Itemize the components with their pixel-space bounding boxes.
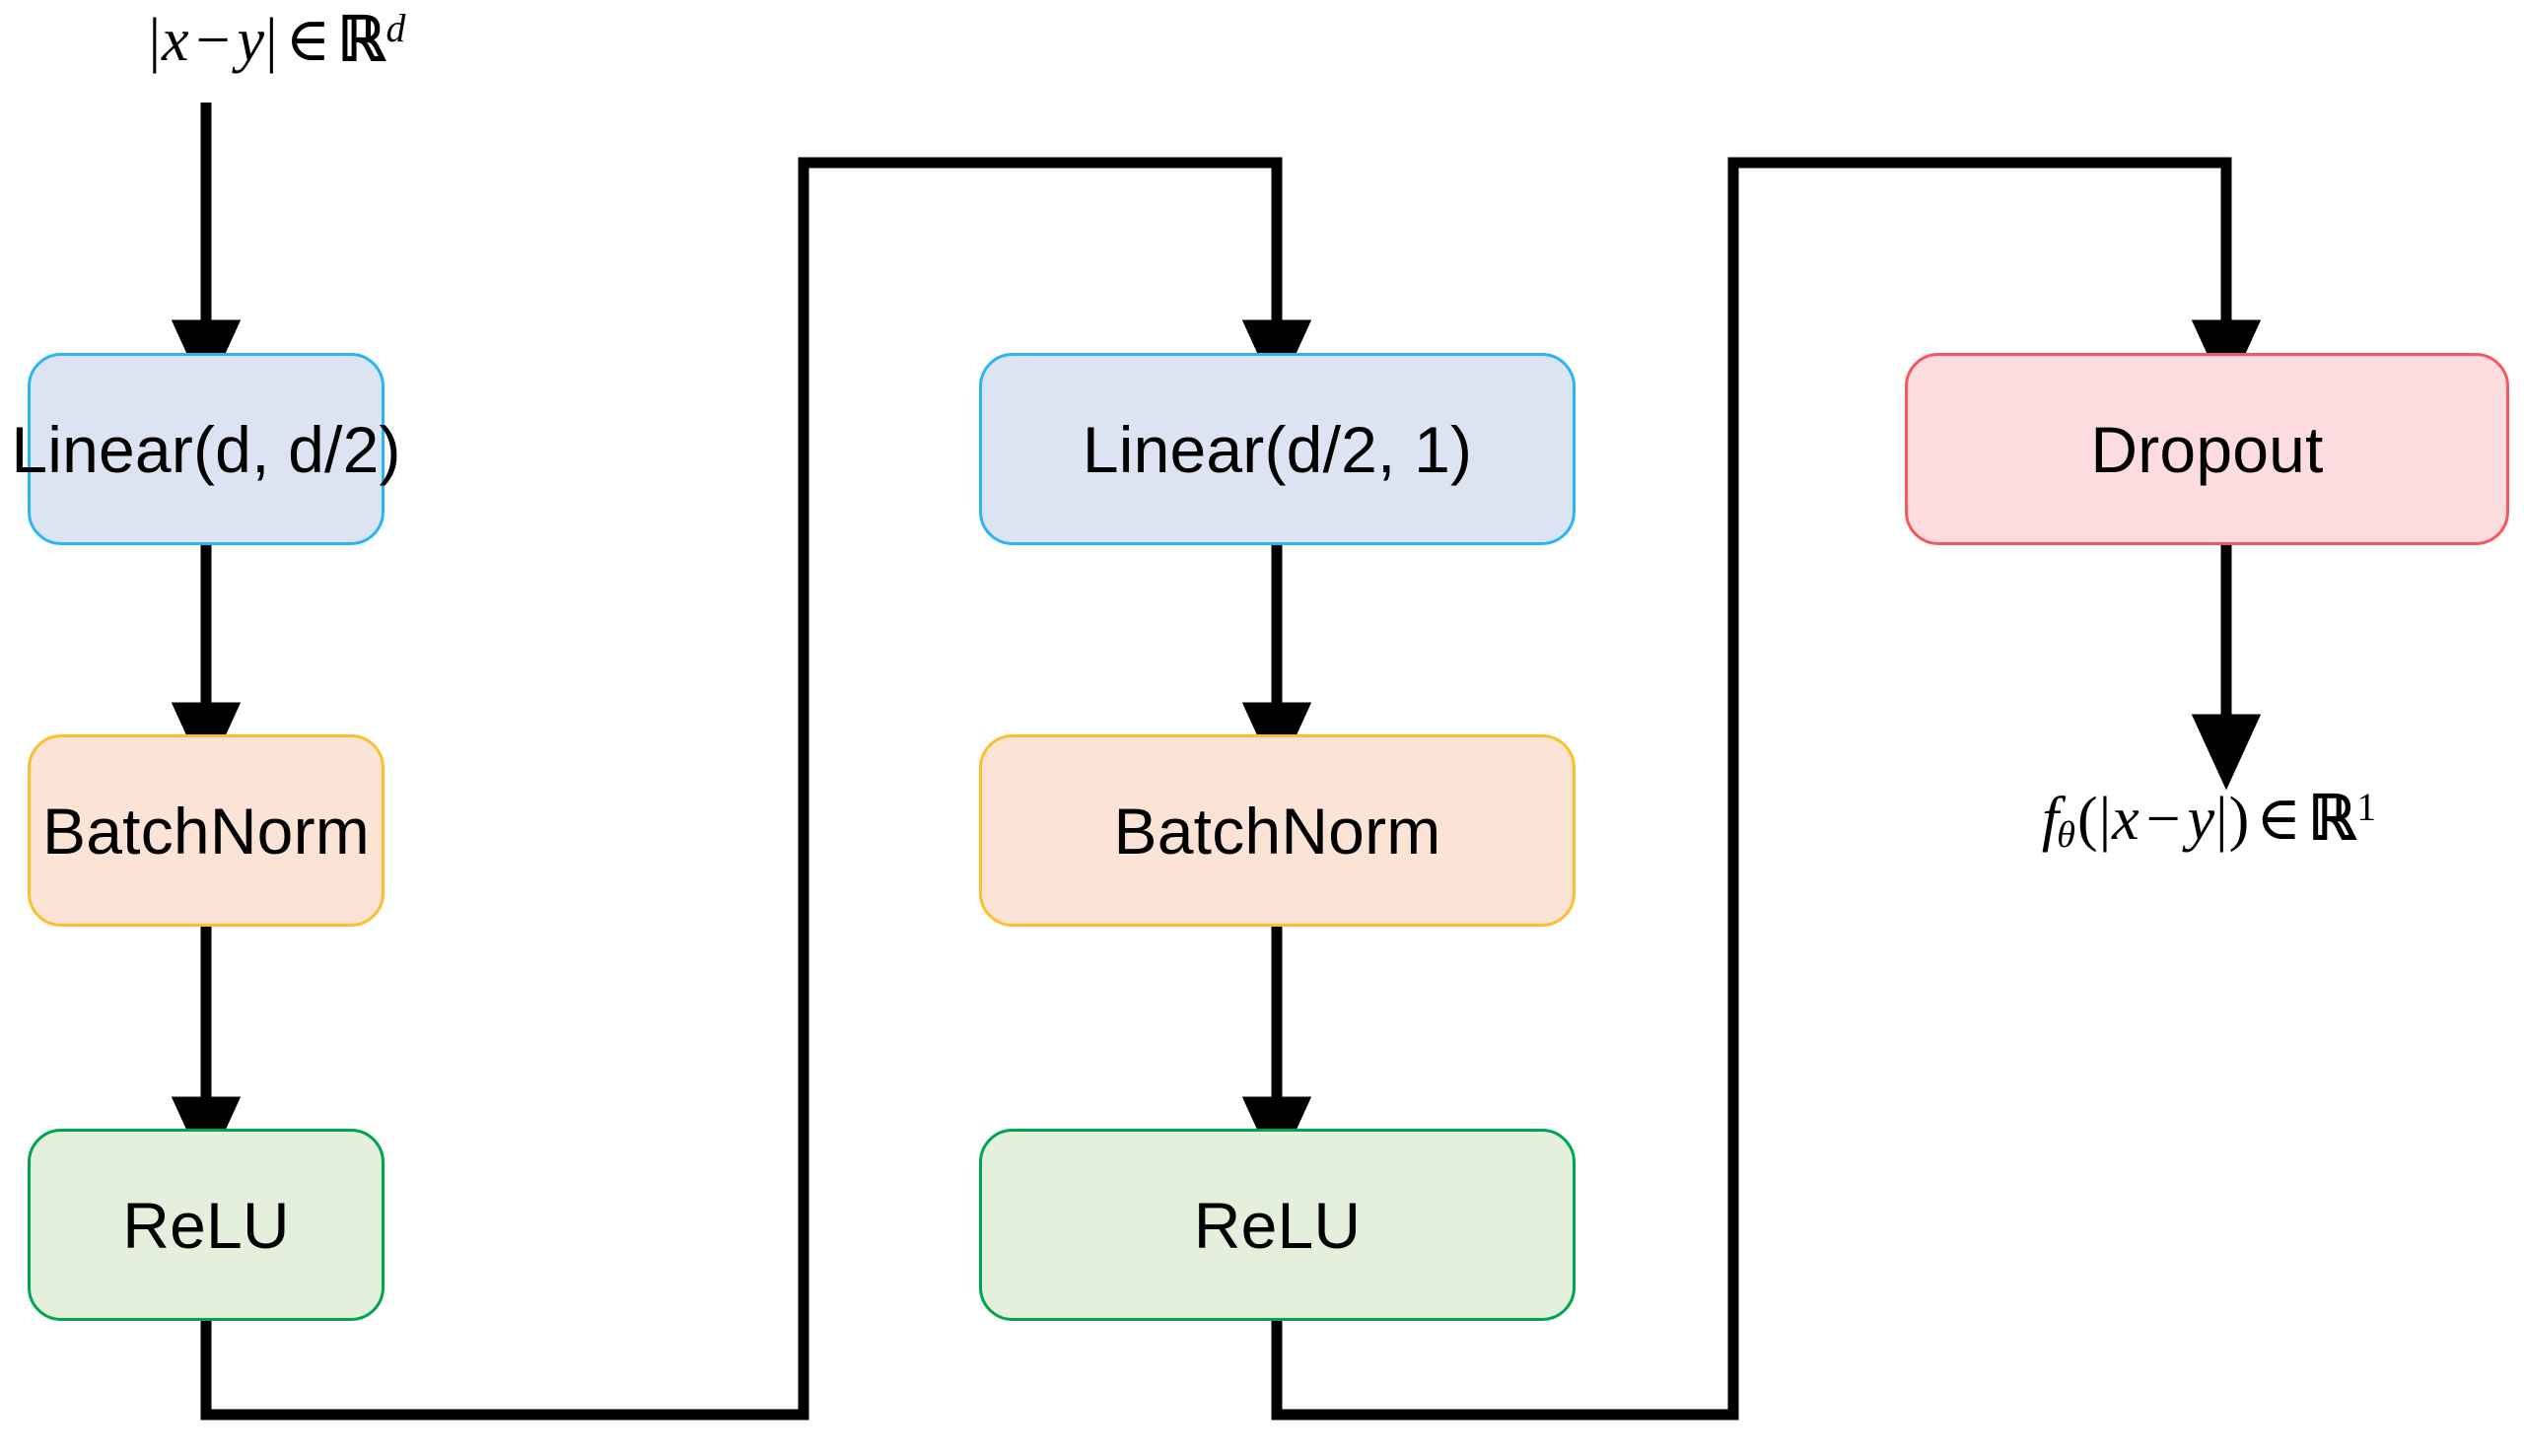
output-theta-subscript: θ bbox=[2057, 814, 2076, 857]
node-relu-2[interactable]: ReLU bbox=[979, 1129, 1576, 1321]
output-bar-open: | bbox=[2098, 786, 2112, 853]
input-minus: − bbox=[195, 7, 231, 74]
node-linear-2-label: Linear(d/2, 1) bbox=[1082, 412, 1473, 486]
node-linear-2[interactable]: Linear(d/2, 1) bbox=[979, 353, 1576, 545]
output-var-x: x bbox=[2112, 786, 2139, 853]
input-var-x: x bbox=[162, 7, 189, 74]
input-bar-open: | bbox=[148, 7, 162, 74]
output-dimension-exponent: 1 bbox=[2356, 785, 2377, 829]
input-var-y: y bbox=[237, 7, 265, 74]
node-relu-2-label: ReLU bbox=[1193, 1188, 1362, 1262]
output-minus: − bbox=[2145, 786, 2181, 853]
node-batchnorm-2[interactable]: BatchNorm bbox=[979, 734, 1576, 927]
node-relu-1[interactable]: ReLU bbox=[28, 1129, 385, 1321]
input-member-of: ∈ bbox=[285, 7, 331, 74]
output-var-y: y bbox=[2187, 786, 2215, 853]
node-batchnorm-1-label: BatchNorm bbox=[42, 794, 370, 867]
input-reals-symbol: ℝ bbox=[337, 7, 386, 74]
output-paren-open: ( bbox=[2077, 786, 2098, 853]
input-dimension-exponent: d bbox=[386, 6, 406, 50]
output-bar-close: | bbox=[2215, 786, 2228, 853]
output-member-of: ∈ bbox=[2256, 786, 2302, 853]
node-linear-1-label: Linear(d, d/2) bbox=[11, 412, 401, 486]
node-linear-1[interactable]: Linear(d, d/2) bbox=[11, 353, 400, 545]
output-function-f: f bbox=[2041, 786, 2060, 853]
input-bar-close: | bbox=[265, 7, 278, 74]
node-relu-1-label: ReLU bbox=[122, 1188, 290, 1262]
output-paren-close: ) bbox=[2228, 786, 2250, 853]
node-dropout-1-label: Dropout bbox=[2090, 412, 2324, 486]
node-batchnorm-2-label: BatchNorm bbox=[1113, 794, 1441, 867]
node-dropout-1[interactable]: Dropout bbox=[1905, 353, 2509, 545]
node-batchnorm-1[interactable]: BatchNorm bbox=[28, 734, 385, 927]
output-reals-symbol: ℝ bbox=[2308, 786, 2356, 853]
